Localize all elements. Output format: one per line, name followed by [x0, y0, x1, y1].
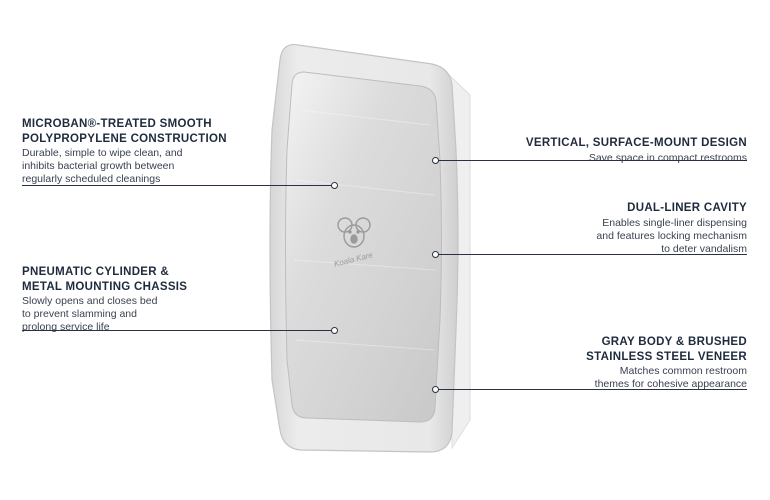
marker-dot-vertical-design — [432, 157, 439, 164]
callout-pneumatic: PNEUMATIC CYLINDER & METAL MOUNTING CHAS… — [22, 265, 282, 334]
leader-line-gray-body — [436, 389, 747, 390]
callout-title: MICROBAN®-TREATED SMOOTH POLYPROPYLENE C… — [22, 118, 227, 145]
koala-logo-icon — [337, 217, 371, 248]
callout-description: Matches common restroom themes for cohes… — [594, 365, 747, 390]
callout-gray-body: GRAY BODY & BRUSHED STAINLESS STEEL VENE… — [490, 335, 747, 391]
leader-line-vertical-design — [436, 160, 747, 161]
callout-description: Enables single-liner dispensing and feat… — [596, 216, 747, 255]
callout-title: GRAY BODY & BRUSHED STAINLESS STEEL VENE… — [586, 336, 747, 363]
steel-veneer-panel — [285, 71, 442, 423]
callout-description: Slowly opens and closes bed to prevent s… — [22, 295, 158, 333]
callout-microban: MICROBAN®-TREATED SMOOTH POLYPROPYLENE C… — [22, 117, 282, 186]
callout-dual-liner: DUAL-LINER CAVITY Enables single-liner d… — [490, 201, 747, 256]
marker-dot-dual-liner — [432, 251, 439, 258]
marker-dot-microban — [331, 182, 338, 189]
marker-dot-gray-body — [432, 386, 439, 393]
callout-title: PNEUMATIC CYLINDER & METAL MOUNTING CHAS… — [22, 266, 188, 293]
callout-description: Save space in compact restrooms — [588, 151, 747, 164]
callout-description: Durable, simple to wipe clean, and inhib… — [22, 147, 183, 185]
leader-line-dual-liner — [436, 254, 747, 255]
leader-line-microban — [22, 185, 334, 186]
callout-title: DUAL-LINER CAVITY — [627, 202, 747, 214]
marker-dot-pneumatic — [331, 327, 338, 334]
callout-title: VERTICAL, SURFACE-MOUNT DESIGN — [525, 137, 747, 149]
leader-line-pneumatic — [22, 330, 334, 331]
